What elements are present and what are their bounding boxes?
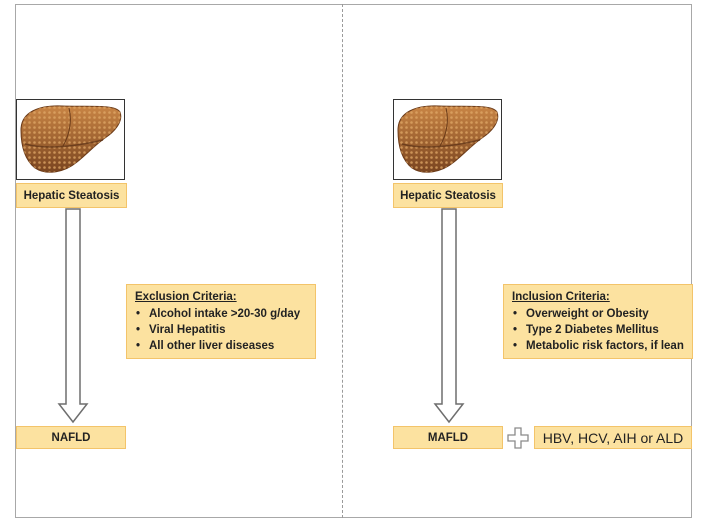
additional-conditions-box: HBV, HCV, AIH or ALD	[534, 426, 692, 449]
down-arrow-icon	[57, 208, 89, 424]
liver-icon	[397, 105, 499, 173]
liver-image-right	[393, 99, 502, 180]
liver-image-left	[16, 99, 125, 180]
steatosis-label-left: Hepatic Steatosis	[16, 183, 127, 208]
criteria-item: Metabolic risk factors, if lean	[512, 338, 684, 354]
inclusion-criteria-box: Inclusion Criteria: Overweight or Obesit…	[503, 284, 693, 359]
steatosis-label-right: Hepatic Steatosis	[393, 183, 503, 208]
outcome-label-mafld: MAFLD	[393, 426, 503, 449]
panel-divider	[342, 4, 343, 518]
criteria-list: Alcohol intake >20-30 g/day Viral Hepati…	[135, 306, 307, 354]
criteria-item: Viral Hepatitis	[135, 322, 307, 338]
criteria-title: Exclusion Criteria:	[135, 291, 237, 303]
criteria-list: Overweight or Obesity Type 2 Diabetes Me…	[512, 306, 684, 354]
liver-icon	[20, 105, 122, 173]
criteria-title: Inclusion Criteria:	[512, 291, 610, 303]
exclusion-criteria-box: Exclusion Criteria: Alcohol intake >20-3…	[126, 284, 316, 359]
criteria-item: Overweight or Obesity	[512, 306, 684, 322]
criteria-item: Type 2 Diabetes Mellitus	[512, 322, 684, 338]
outcome-label-nafld: NAFLD	[16, 426, 126, 449]
plus-icon	[507, 427, 529, 449]
criteria-item: All other liver diseases	[135, 338, 307, 354]
criteria-item: Alcohol intake >20-30 g/day	[135, 306, 307, 322]
down-arrow-icon	[433, 208, 465, 424]
